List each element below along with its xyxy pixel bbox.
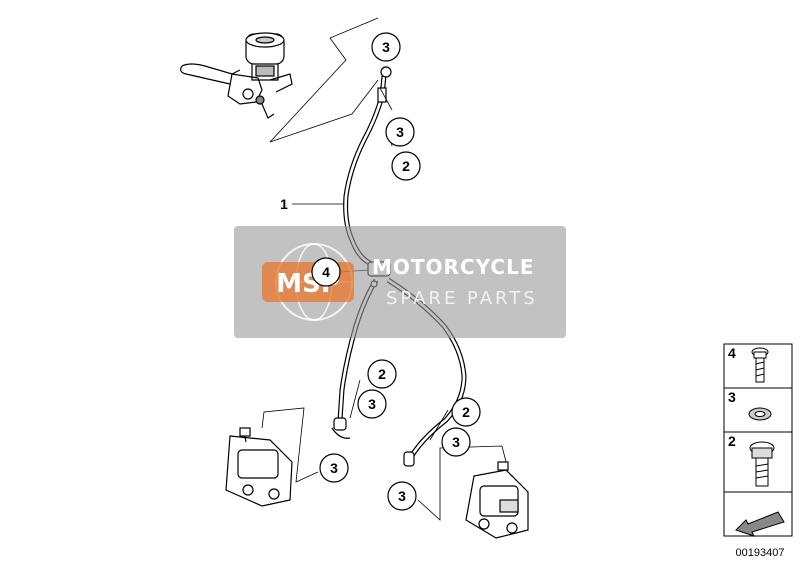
svg-text:3: 3 <box>382 39 390 55</box>
svg-text:3: 3 <box>398 488 406 504</box>
bolt-icon <box>751 347 769 383</box>
svg-text:2: 2 <box>462 404 470 420</box>
callout[interactable]: 4 <box>311 257 341 287</box>
callout[interactable]: 3 <box>371 32 401 62</box>
svg-text:3: 3 <box>452 434 460 450</box>
master-cylinder-drawing <box>180 32 293 119</box>
callout[interactable]: 2 <box>451 397 481 427</box>
svg-text:2: 2 <box>728 433 736 449</box>
watermark-subtitle: SPARE PARTS <box>386 288 538 309</box>
callout[interactable]: 2 <box>367 359 397 389</box>
banjo-bolt-icon <box>749 441 775 487</box>
watermark: MSP MOTORCYCLE SPARE PARTS <box>234 226 566 338</box>
watermark-title: MOTORCYCLE <box>372 255 534 279</box>
reference-number: 00193407 <box>736 547 785 559</box>
callout[interactable]: 3 <box>387 481 417 511</box>
left-caliper-drawing <box>225 427 293 507</box>
washer-icon <box>748 407 772 421</box>
connector-line <box>261 407 319 483</box>
callout[interactable]: 3 <box>385 117 415 147</box>
callout[interactable]: 2 <box>391 151 421 181</box>
svg-text:3: 3 <box>728 389 736 405</box>
svg-text:4: 4 <box>728 345 736 361</box>
right-caliper-drawing <box>465 461 529 539</box>
watermark-panel <box>234 226 566 338</box>
direction-arrow-icon <box>735 511 785 537</box>
svg-text:4: 4 <box>322 264 330 280</box>
callout[interactable]: 1 <box>280 196 288 212</box>
callout[interactable]: 3 <box>441 427 471 457</box>
svg-text:2: 2 <box>378 366 386 382</box>
legend-row[interactable]: 3 <box>728 389 772 421</box>
connector-line <box>417 445 507 521</box>
legend-row[interactable]: 4 <box>728 345 769 383</box>
legend-row[interactable]: 2 <box>728 433 775 487</box>
svg-text:3: 3 <box>330 460 338 476</box>
svg-text:1: 1 <box>280 196 288 212</box>
svg-text:3: 3 <box>368 396 376 412</box>
callout[interactable]: 3 <box>319 453 349 483</box>
svg-text:3: 3 <box>396 124 404 140</box>
svg-text:2: 2 <box>402 158 410 174</box>
callout[interactable]: 3 <box>357 389 387 419</box>
legend-table: 4 3 2 <box>723 343 793 537</box>
connector-line <box>269 17 379 143</box>
